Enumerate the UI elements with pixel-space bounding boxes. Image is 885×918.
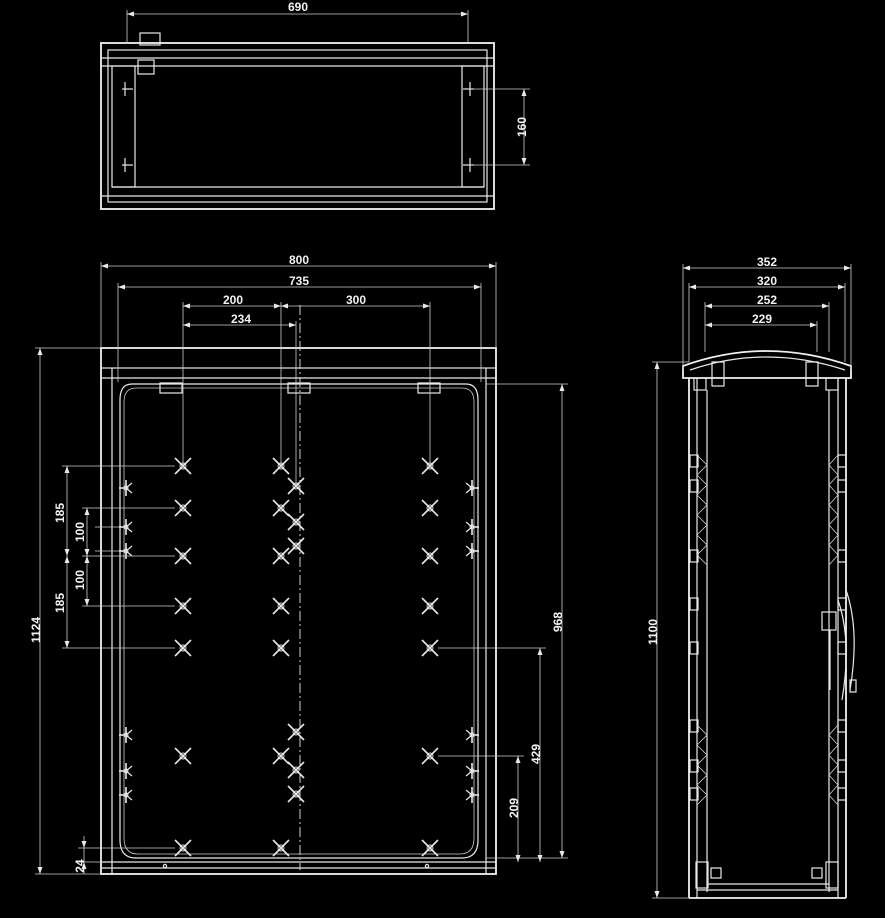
- dim-429: 429: [529, 744, 543, 764]
- side-rail-right: [828, 454, 847, 806]
- dim-252: 252: [757, 293, 777, 307]
- dim-300: 300: [346, 293, 366, 307]
- dim-1124: 1124: [29, 617, 43, 643]
- dim-160: 160: [515, 117, 529, 137]
- top-mount-bracket: [122, 82, 474, 172]
- dim-352: 352: [757, 255, 777, 269]
- dim-24: 24: [73, 859, 87, 873]
- dim-185-top: 185: [53, 503, 67, 523]
- side-view: 352 320 252 229 1100: [646, 255, 857, 899]
- dim-690: 690: [288, 0, 308, 14]
- dim-100-bottom: 100: [73, 570, 87, 590]
- front-view: 800 735 200 300 234 1124: [29, 253, 568, 875]
- dim-185-bottom: 185: [53, 593, 67, 613]
- door-handle-icon: [821, 589, 857, 701]
- dim-968: 968: [551, 612, 565, 632]
- side-rail-left: [689, 454, 708, 806]
- dim-100-top: 100: [73, 522, 87, 542]
- dim-800: 800: [289, 253, 309, 267]
- dim-229: 229: [752, 312, 772, 326]
- dim-735: 735: [289, 274, 309, 288]
- mounting-points: [118, 457, 480, 857]
- dim-320: 320: [757, 274, 777, 288]
- top-view: 690 160: [100, 0, 530, 210]
- dim-200: 200: [223, 293, 243, 307]
- dim-209: 209: [507, 798, 521, 818]
- dim-1100: 1100: [646, 619, 660, 645]
- dim-234: 234: [231, 312, 251, 326]
